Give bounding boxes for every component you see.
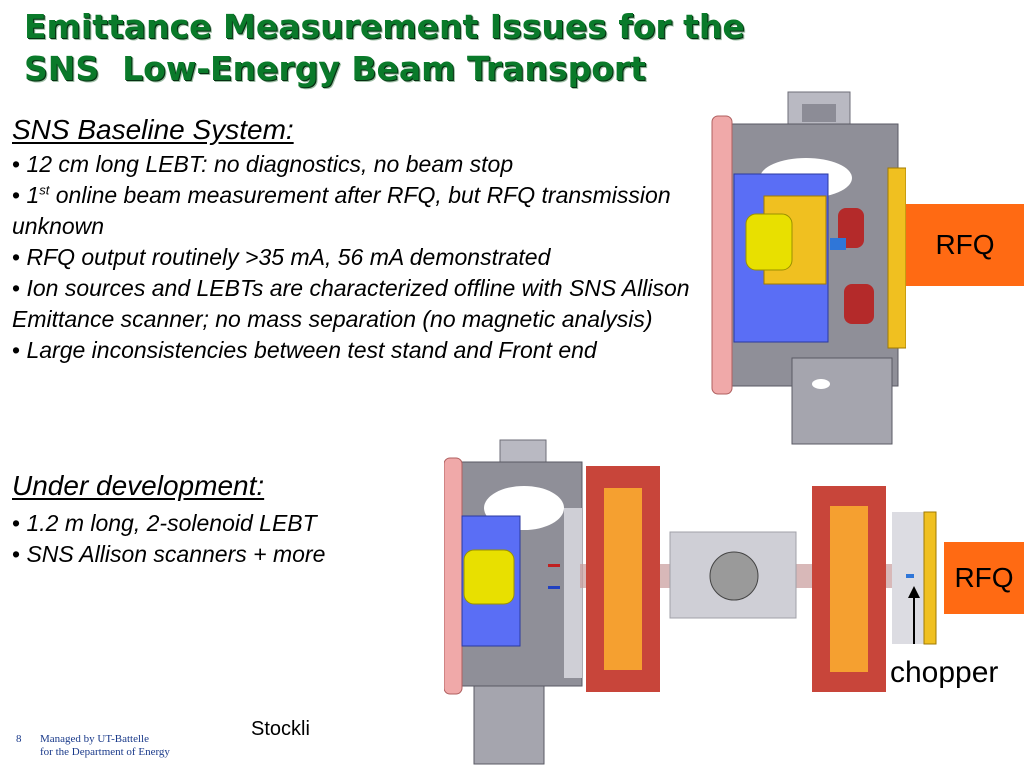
lens-mark-blue (548, 586, 560, 589)
chopper-arrow-head (908, 586, 920, 598)
pump-port (791, 357, 893, 445)
baseline-heading: SNS Baseline System: (12, 114, 294, 145)
development-bullet: SNS Allison scanners + more (12, 539, 432, 570)
development-bullet: 1.2 m long, 2-solenoid LEBT (12, 508, 432, 539)
rfq-entrance-flange (887, 167, 906, 349)
chopper-electrode (906, 574, 914, 578)
pump-port (473, 685, 545, 765)
page-number: 8 (16, 733, 22, 745)
bullet-text: online beam measurement after RFQ, but R… (12, 182, 671, 239)
lens-mark-red (548, 564, 560, 567)
source-flange (444, 457, 463, 695)
baseline-bullet: 12 cm long LEBT: no diagnostics, no beam… (12, 149, 702, 180)
development-bullet-list: 1.2 m long, 2-solenoid LEBT SNS Allison … (12, 508, 432, 570)
top-port-bore (802, 104, 836, 122)
pump-port-window (812, 379, 830, 389)
development-lebt-drawing (444, 439, 937, 765)
slide-title-line-1: Emittance Measurement Issues for the (24, 7, 745, 46)
extractor-electrode (463, 549, 515, 605)
lens-insulator (830, 238, 846, 250)
slide-title: Emittance Measurement Issues for the SNS… (24, 6, 745, 90)
rfq-top-label: RFQ (906, 204, 1024, 286)
rfq-entrance-flange (923, 511, 937, 645)
extractor-electrode (745, 213, 793, 271)
solenoid-2-core (830, 506, 868, 672)
solenoid-1-core (604, 488, 642, 670)
footer-organization: Managed by UT-Battelle for the Departmen… (40, 733, 170, 759)
footer-org-line-1: Managed by UT-Battelle (40, 733, 149, 745)
author-name: Stockli (251, 718, 310, 740)
slide-title-line-2: SNS Low-Energy Beam Transport (24, 49, 646, 88)
chamber-exit-flange (564, 508, 582, 678)
baseline-bullet: RFQ output routinely >35 mA, 56 mA demon… (12, 242, 702, 273)
source-flange (711, 115, 733, 395)
ordinal-superscript: st (39, 182, 50, 198)
development-heading: Under development: (12, 470, 265, 501)
rfq-bottom-label: RFQ (944, 542, 1024, 614)
baseline-lebt-drawing (711, 91, 906, 445)
baseline-bullet: Large inconsistencies between test stand… (12, 335, 702, 366)
baseline-bullet: Ion sources and LEBTs are characterized … (12, 273, 702, 335)
ordinal-number: 1 (26, 182, 40, 208)
footer-org-line-2: for the Department of Energy (40, 746, 170, 758)
chopper-label: chopper (890, 656, 999, 689)
baseline-bullet-list: 12 cm long LEBT: no diagnostics, no beam… (12, 149, 702, 366)
diagnostic-port (709, 551, 759, 601)
baseline-bullet: 1st online beam measurement after RFQ, b… (12, 180, 702, 242)
lens-electrode-lower (844, 284, 874, 324)
